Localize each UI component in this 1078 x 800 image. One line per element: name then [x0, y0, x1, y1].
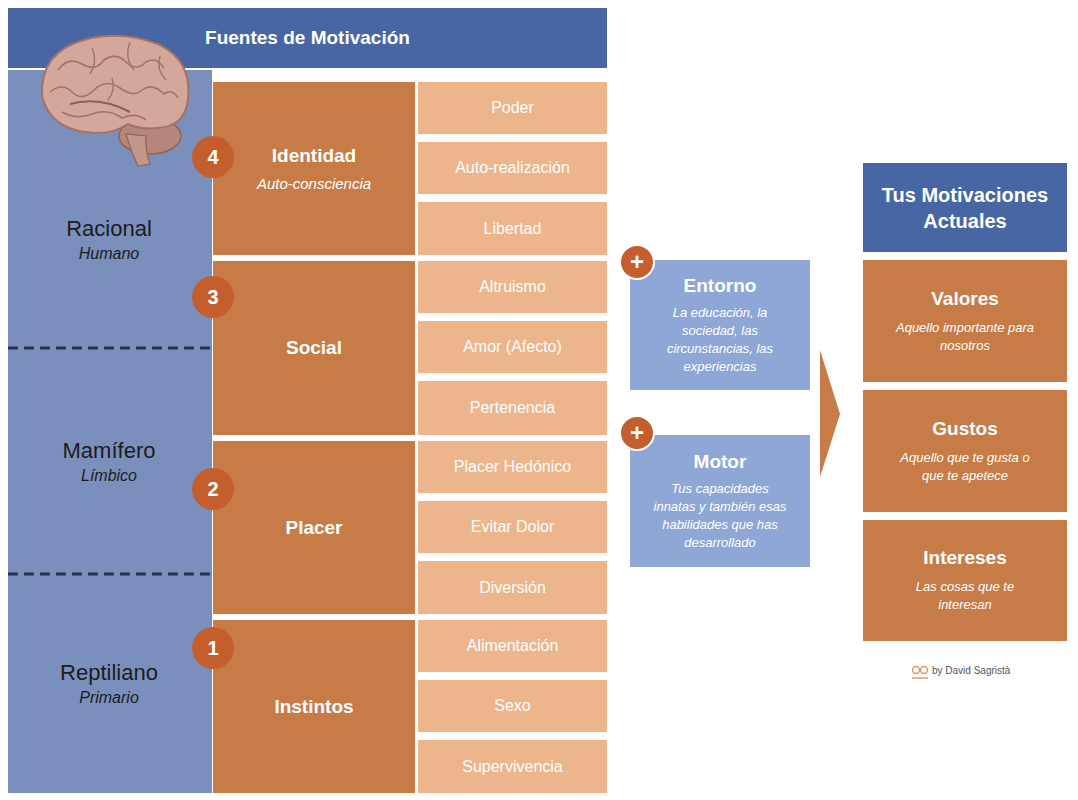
brain-gyrus: [50, 83, 178, 98]
factor-description: Tus capacidades innatas y también esas h…: [652, 480, 788, 552]
diagram-title: Fuentes de Motivación: [8, 8, 607, 68]
brain-cerebellum: [119, 118, 181, 154]
credit-icon: [912, 677, 928, 679]
motivation-name: Diversión: [479, 579, 546, 597]
factor-name: Entorno: [684, 275, 757, 297]
brain-gyrus: [62, 112, 146, 120]
brain-sulcus: [90, 42, 166, 100]
factor-description: La educación, la sociedad, las circunsta…: [652, 304, 788, 376]
motivation-name: Altruismo: [479, 278, 546, 296]
result-name: Gustos: [932, 418, 997, 440]
brain-illustration: [42, 36, 189, 166]
motivation-name: Supervivencia: [462, 758, 563, 776]
motivation-box: Libertad: [418, 202, 607, 255]
category-name: Social: [286, 337, 342, 359]
result-name: Valores: [931, 288, 999, 310]
category-box: IdentidadAuto-consciencia: [213, 82, 415, 255]
brain-cerebrum: [42, 36, 189, 133]
result-box: ValoresAquello importante para nosotros: [863, 260, 1067, 382]
motivation-box: Auto-realización: [418, 142, 607, 194]
panel-heading: Tus Motivaciones Actuales: [877, 182, 1053, 234]
category-box: Instintos: [213, 620, 415, 793]
category-subtitle: Auto-consciencia: [257, 175, 371, 192]
callout-number: 4: [192, 136, 234, 178]
brain-level-band: ReptilianoPrimario: [8, 574, 210, 793]
factor-box: Entorno La educación, la sociedad, las ci…: [630, 260, 810, 390]
level-name: Reptiliano: [60, 660, 158, 686]
brain-gyrus: [58, 56, 164, 70]
motivation-box: Evitar Dolor: [418, 501, 607, 553]
motivation-name: Sexo: [494, 697, 530, 715]
category-name: Identidad: [272, 145, 356, 167]
motivation-box: Alimentación: [418, 620, 607, 672]
plus-sign: +: [619, 415, 655, 451]
result-name: Intereses: [923, 547, 1006, 569]
level-divider: [8, 347, 210, 350]
result-description: Aquello importante para nosotros: [893, 319, 1037, 355]
factor-box: MotorTus capacidades innatas y también e…: [630, 435, 810, 567]
brain-level-band: RacionalHumano: [8, 130, 210, 348]
level-name: Mamífero: [63, 438, 156, 464]
motivation-name: Alimentación: [467, 637, 559, 655]
level-subtitle: Límbico: [81, 467, 137, 485]
motivation-name: Poder: [491, 99, 534, 117]
motivation-name: Amor (Afecto): [463, 338, 562, 356]
brain-stem: [126, 134, 150, 166]
result-description: Aquello que te gusta o que te apetece: [893, 449, 1037, 485]
category-box: Placer: [213, 441, 415, 614]
level-subtitle: Primario: [79, 689, 139, 707]
category-box: Social: [213, 261, 415, 435]
brain-level-band: MamíferoLímbico: [8, 348, 210, 574]
category-name: Instintos: [274, 696, 353, 718]
level-subtitle: Humano: [79, 245, 139, 263]
motivation-box: Poder: [418, 82, 607, 134]
motivation-box: Altruismo: [418, 261, 607, 313]
plus-sign: +: [619, 244, 655, 280]
category-name: Placer: [285, 517, 342, 539]
callout-number: 3: [192, 276, 234, 318]
result-arrow: [820, 350, 840, 477]
motivation-name: Pertenencia: [470, 399, 555, 417]
author-credit: by David Sagristà: [932, 662, 1042, 678]
result-box: InteresesLas cosas que te interesan: [863, 520, 1067, 641]
motivation-box: Placer Hedónico: [418, 441, 607, 493]
level-name: Racional: [66, 216, 152, 242]
motivation-box: Diversión: [418, 561, 607, 614]
result-description: Las cosas que te interesan: [893, 578, 1037, 614]
motivation-box: Amor (Afecto): [418, 321, 607, 373]
result-box: GustosAquello que te gusta o que te apet…: [863, 390, 1067, 512]
callout-number: 2: [192, 468, 234, 510]
motivation-name: Placer Hedónico: [454, 458, 571, 476]
motivation-box: Sexo: [418, 680, 607, 732]
credit-icon: [921, 667, 928, 674]
motivation-name: Libertad: [484, 220, 542, 238]
factor-name: Motor: [694, 451, 747, 473]
level-divider: [8, 573, 210, 576]
credit-icon: [913, 667, 920, 674]
brain-fissure: [70, 101, 130, 112]
brain-column: [8, 70, 212, 793]
motivation-box: Supervivencia: [418, 740, 607, 793]
callout-number: 1: [192, 627, 234, 669]
motivation-box: Pertenencia: [418, 381, 607, 435]
header-box: Tus Motivaciones Actuales: [863, 163, 1067, 252]
motivation-name: Evitar Dolor: [471, 518, 555, 536]
motivation-name: Auto-realización: [455, 159, 570, 177]
